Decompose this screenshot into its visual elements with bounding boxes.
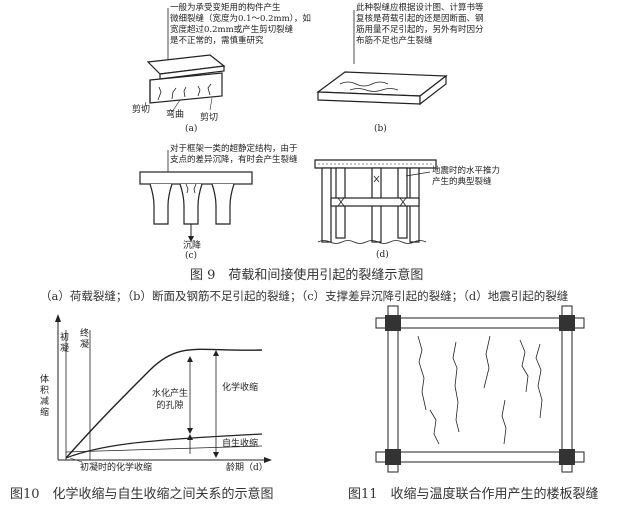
fig9a-shear-right-label: 剪切 (200, 113, 219, 123)
fig9b-note: 此种裂缝应根据设计图、计算书等 复核是荷载引起的还是因断面、钢 筋用量不足引起的… (356, 3, 484, 46)
fig10-initial-set-label: 初凝 (60, 333, 70, 354)
fig10-pores-label: 水化产生的孔隙 (151, 389, 188, 411)
fig10-caption: 图10 化学收缩与自生收缩之间关系的示意图 (10, 487, 274, 502)
fig9c-settle-label: 沉降 (183, 241, 202, 251)
fig10-xlabel: 龄期（d） (226, 463, 268, 473)
fig9a-note: 一般为承受变矩用的构件产生 微细裂缝（宽度为0.1～0.2mm），如 宽度超过0… (170, 3, 311, 46)
fig9a-shear-left-label: 剪切 (132, 105, 151, 115)
fig9a-tag: (a) (185, 124, 198, 134)
fig9d-tag: (d) (376, 250, 389, 260)
fig10-auto-label: 自生收缩 (222, 439, 259, 449)
fig10-chem-label: 化学收缩 (222, 383, 259, 393)
fig10-final-set-label: 终凝 (80, 329, 90, 350)
fig9-caption: 图 9 荷载和间接使用引起的裂缝示意图 (190, 268, 424, 283)
fig9c-tag: (c) (185, 251, 198, 261)
fig9c-note: 对于框架一类的超静定结构，由于 支点的差异沉降，有时会产生裂缝 (170, 144, 298, 165)
fig9b-tag: (b) (374, 124, 387, 134)
fig9d-note: 地震时的水平推力 产生的典型裂缝 (432, 166, 501, 187)
fig10-init-chem-label: 初凝时的化学收缩 (80, 463, 153, 473)
fig9a-bend-label: 弯曲 (166, 110, 185, 120)
fig10-ylabel: 体积减缩 (40, 375, 50, 418)
fig9-subcaption: （a）荷载裂缝；（b）断面及钢筋不足引起的裂缝；（c）支撑差异沉降引起的裂缝；（… (40, 289, 569, 303)
fig11-caption: 图11 收缩与温度联合作用产生的楼板裂缝 (348, 487, 599, 502)
